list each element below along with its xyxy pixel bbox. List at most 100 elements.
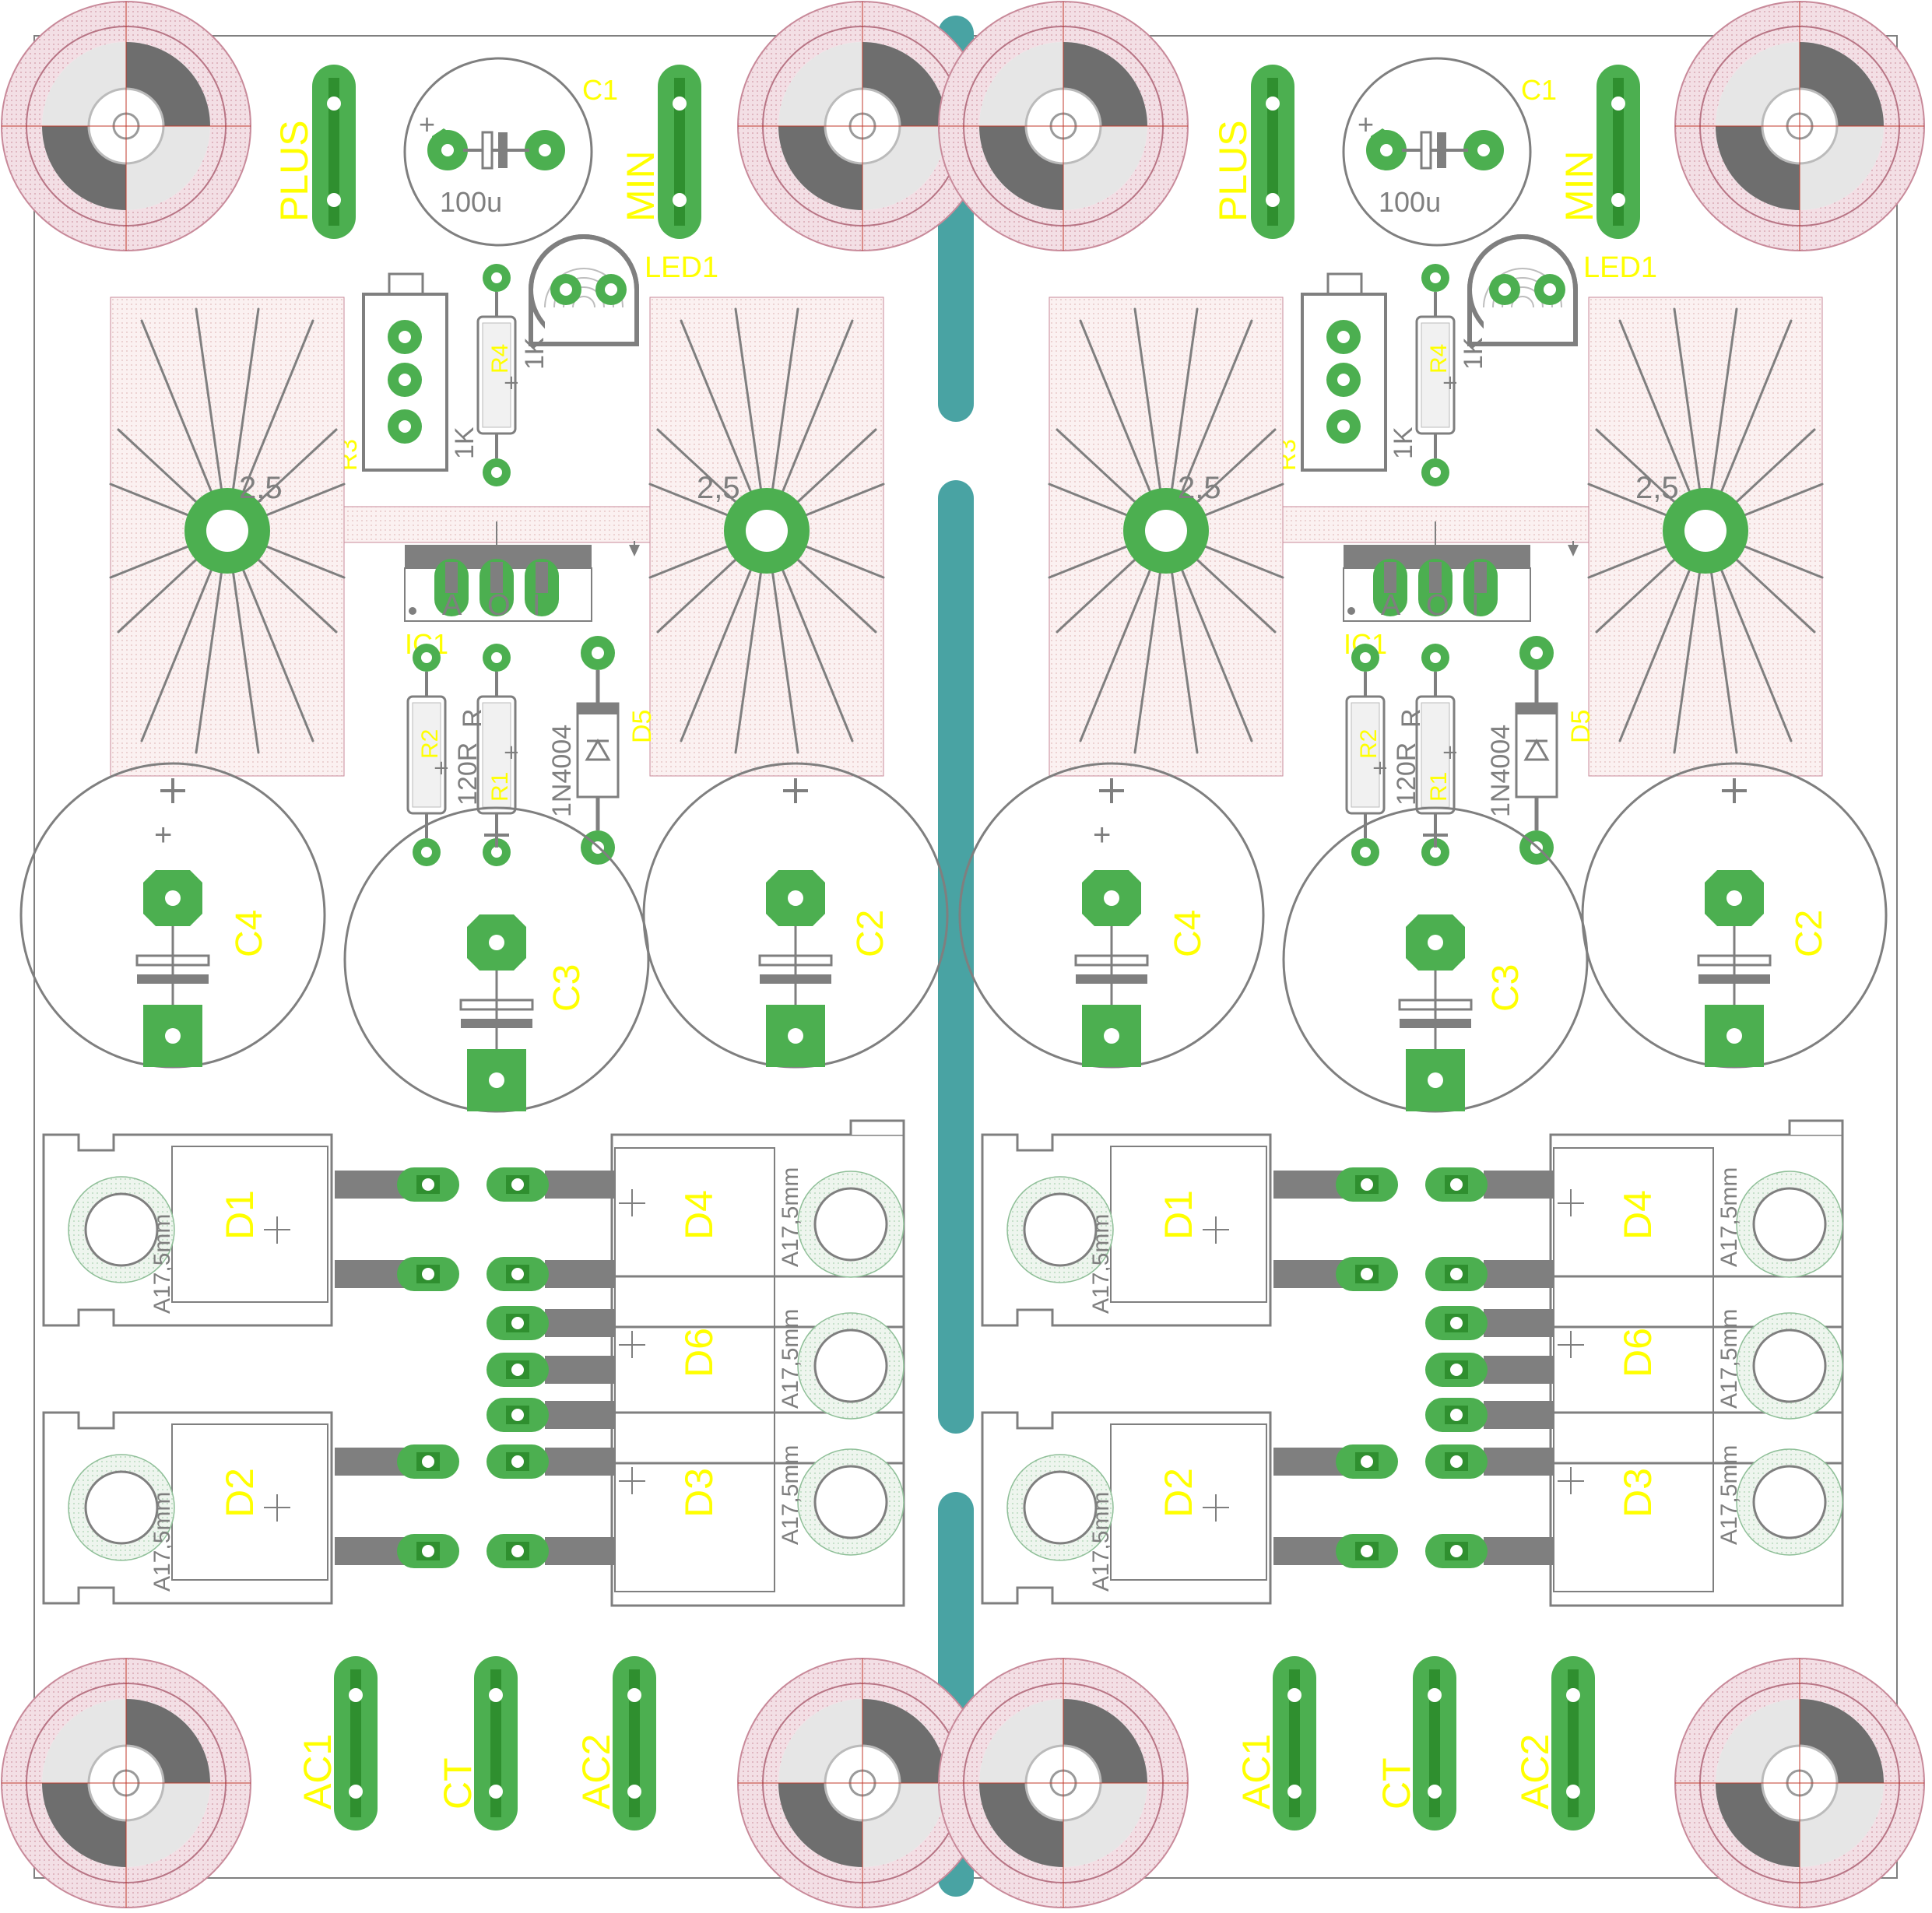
connector-ac2 xyxy=(613,1656,656,1831)
cap-c4-plus: + xyxy=(1093,818,1111,852)
c1-plus-sign: + xyxy=(1358,108,1374,140)
cap-c4-label: C4 xyxy=(1168,910,1209,957)
diode-d3-label: D3 xyxy=(1616,1468,1660,1518)
r1-value: R xyxy=(1396,708,1426,728)
diode-d1-label: D1 xyxy=(218,1190,262,1240)
diode-d3-label: D3 xyxy=(677,1468,721,1518)
label-ac2: AC2 xyxy=(1513,1734,1557,1809)
r3-value: 1K xyxy=(450,426,479,459)
sink-d2-label: A17,5mm xyxy=(1088,1492,1114,1592)
sink-d6-label: A17,5mm xyxy=(1716,1309,1742,1409)
ic1-pin-1: O xyxy=(487,589,511,622)
r2-name: R2 xyxy=(417,729,443,759)
heatsink-right-label: 2,5 xyxy=(1635,471,1679,505)
svg-text:+: + xyxy=(433,756,450,780)
c1-name: C1 xyxy=(1521,74,1557,106)
heatsink-left-label: 2,5 xyxy=(1178,471,1221,505)
sink-d1-label: A17,5mm xyxy=(149,1214,175,1314)
sink-d2-label: A17,5mm xyxy=(149,1492,175,1592)
sink-d3-label: A17,5mm xyxy=(1716,1445,1742,1545)
r1-name: R1 xyxy=(1426,772,1452,802)
ic1-pin-2: I xyxy=(532,589,541,622)
label-ct: CT xyxy=(1375,1757,1418,1809)
led-name: LED1 xyxy=(645,251,718,284)
cap-c2-label: C2 xyxy=(850,910,891,957)
label-ac1: AC1 xyxy=(296,1734,339,1809)
connector-min xyxy=(1597,65,1640,239)
label-ct: CT xyxy=(436,1757,479,1809)
label-min: MIN xyxy=(1558,150,1601,222)
connector-ac1 xyxy=(334,1656,378,1831)
r4-name: R4 xyxy=(1426,344,1452,374)
r1-name: R1 xyxy=(487,772,513,802)
d5-diode xyxy=(578,636,618,865)
sink-d3-label: A17,5mm xyxy=(778,1445,803,1545)
module-right: PLUSMIN+100uC1LED1R31KR4+1K2,52,5AOIIC1R… xyxy=(958,57,1888,1831)
r4-name: R4 xyxy=(487,344,513,374)
heatsink-right xyxy=(1587,296,1824,777)
svg-text:+: + xyxy=(503,741,520,764)
connector-ac2 xyxy=(1551,1656,1595,1831)
heatsink-left-label: 2,5 xyxy=(239,471,283,505)
label-plus: PLUS xyxy=(272,120,316,222)
diode-d1-label: D1 xyxy=(1157,1190,1200,1240)
diode-d4-label: D4 xyxy=(677,1190,721,1240)
heatsink-left xyxy=(109,296,346,777)
led-name: LED1 xyxy=(1583,251,1657,284)
c1-plus-sign: + xyxy=(419,108,435,140)
label-plus: PLUS xyxy=(1211,120,1255,222)
diode-d2-label: D2 xyxy=(218,1468,262,1518)
svg-text:+: + xyxy=(1372,756,1389,780)
cap-c4-label: C4 xyxy=(229,910,270,957)
label-ac1: AC1 xyxy=(1235,1734,1278,1809)
sink-d2 xyxy=(981,1411,1272,1605)
svg-text:+: + xyxy=(503,371,520,395)
ic1-pin-0: A xyxy=(1381,589,1401,622)
r2-name: R2 xyxy=(1356,729,1382,759)
heatsink-right-label: 2,5 xyxy=(697,471,740,505)
d5-value: 1N4004 xyxy=(1486,725,1516,817)
c1-value: 100u xyxy=(1379,186,1441,218)
svg-text:+: + xyxy=(1442,371,1459,395)
connector-ct xyxy=(1413,1656,1456,1831)
connector-plus xyxy=(312,65,356,239)
diode-d2-label: D2 xyxy=(1157,1468,1200,1518)
cap-c2 xyxy=(1581,762,1888,1069)
d5-value: 1N4004 xyxy=(547,725,577,817)
connector-min xyxy=(658,65,701,239)
ic1-pin-0: A xyxy=(442,589,462,622)
cap-c2-label: C2 xyxy=(1789,910,1830,957)
cap-c4-plus: + xyxy=(154,818,172,852)
sink-d4-label: A17,5mm xyxy=(778,1167,803,1267)
sink-d1 xyxy=(42,1133,333,1327)
cap-c4 xyxy=(958,762,1265,1069)
r4-value: 1K xyxy=(1459,337,1488,370)
heatsink-right xyxy=(648,296,885,777)
diode-d6-label: D6 xyxy=(1616,1328,1660,1378)
d5-name: D5 xyxy=(627,710,657,743)
ic1-pin-2: I xyxy=(1471,589,1480,622)
c1-name: C1 xyxy=(582,74,618,106)
r4-value: 1K xyxy=(520,337,550,370)
sink-d1-label: A17,5mm xyxy=(1088,1214,1114,1314)
heatsink-left xyxy=(1048,296,1284,777)
sink-d6-label: A17,5mm xyxy=(778,1309,803,1409)
connector-plus xyxy=(1251,65,1294,239)
r1-value: R xyxy=(458,708,487,728)
d5-name: D5 xyxy=(1566,710,1596,743)
label-min: MIN xyxy=(619,150,662,222)
sink-d2 xyxy=(42,1411,333,1605)
diode-d6-label: D6 xyxy=(677,1328,721,1378)
c1-outline xyxy=(1342,57,1532,247)
ic1-pin-1: O xyxy=(1426,589,1449,622)
connector-ct xyxy=(474,1656,518,1831)
svg-text:+: + xyxy=(1442,741,1459,764)
module-left: PLUSMIN+100uC1LED1R31KR4+1K2,52,5AOIIC1R… xyxy=(19,57,949,1831)
cap-c3-label: C3 xyxy=(1485,964,1526,1012)
cap-c2 xyxy=(642,762,949,1069)
diode-d4-label: D4 xyxy=(1616,1190,1660,1240)
label-ac2: AC2 xyxy=(574,1734,618,1809)
d5-diode xyxy=(1516,636,1557,865)
connector-ac1 xyxy=(1273,1656,1316,1831)
